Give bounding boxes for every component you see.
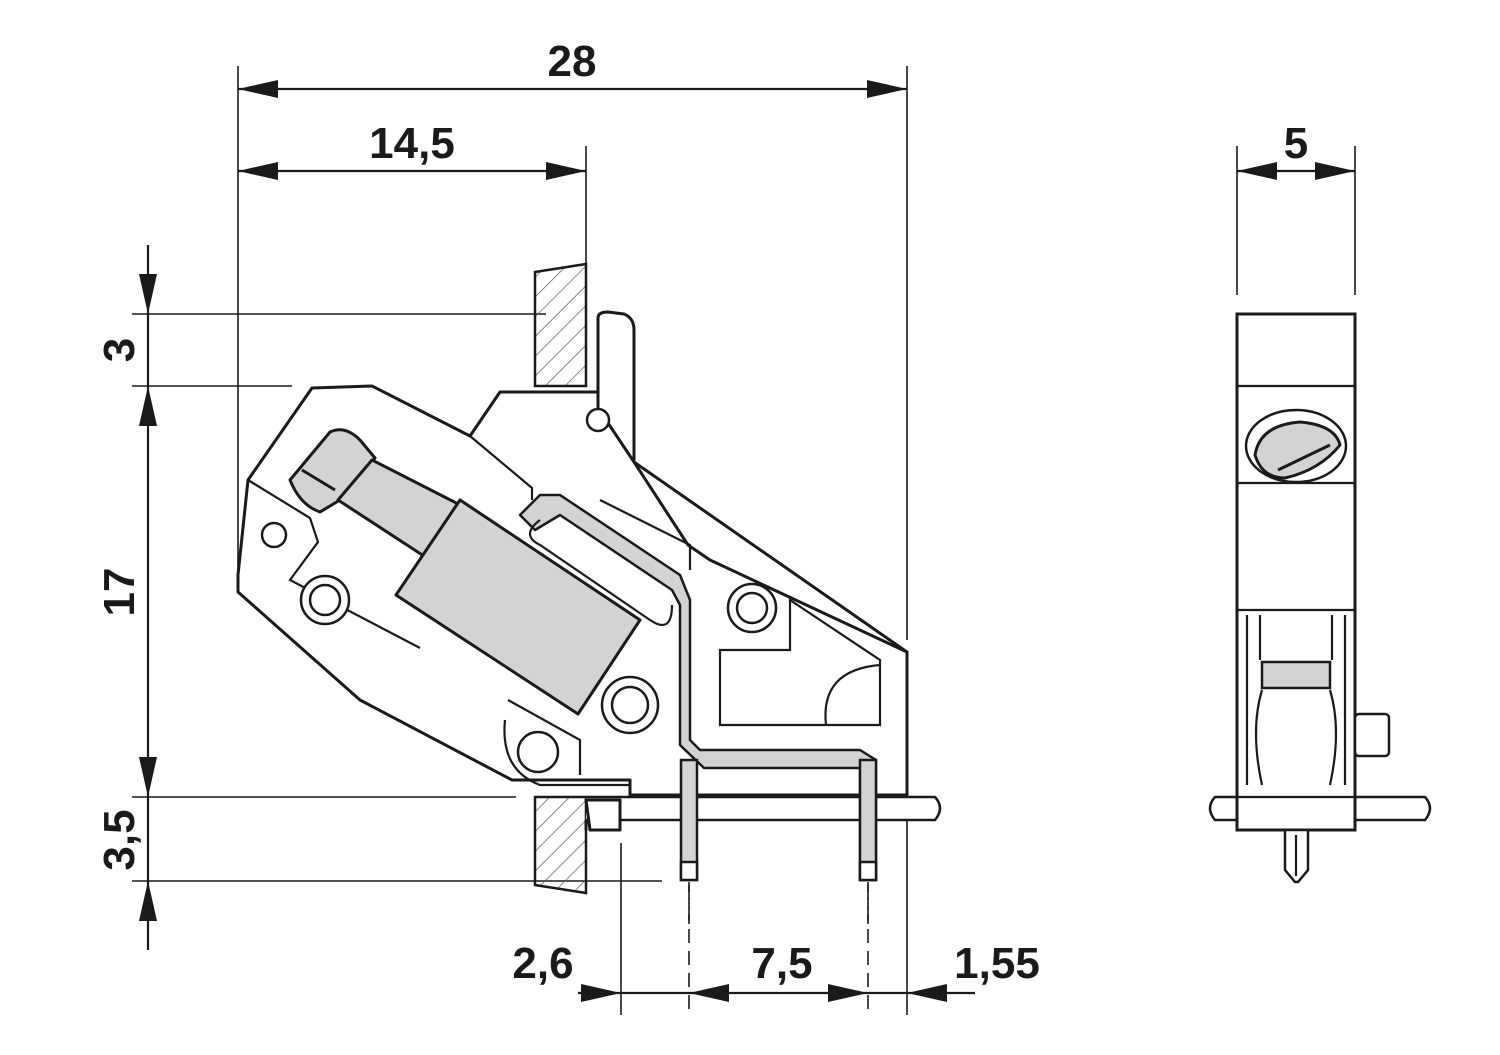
dim-3-label: 3 <box>95 338 144 362</box>
dim-17-label: 17 <box>95 568 144 617</box>
clamp-sleeve <box>394 498 642 716</box>
screw-head <box>288 428 377 514</box>
clip-foot <box>584 798 622 832</box>
dim-1-55-label: 1,55 <box>954 939 1040 988</box>
side-housing <box>1235 312 1357 832</box>
front-view <box>236 262 942 930</box>
dimension-labels: 28 14,5 3 17 3,5 2,6 7,5 1,55 5 <box>95 37 1308 988</box>
mounting-holes <box>260 407 778 774</box>
dim-5-label: 5 <box>1284 119 1308 168</box>
panel-lower-hatch <box>533 795 588 895</box>
dim-14-5-label: 14,5 <box>369 119 455 168</box>
pcb <box>586 795 942 822</box>
dim-2-6-label: 2,6 <box>512 939 573 988</box>
dim-7-5-label: 7,5 <box>751 939 812 988</box>
dim-3-5-label: 3,5 <box>95 809 144 870</box>
side-view <box>1208 312 1432 884</box>
panel-upper-hatch <box>533 262 588 388</box>
dim-28-label: 28 <box>548 37 597 86</box>
